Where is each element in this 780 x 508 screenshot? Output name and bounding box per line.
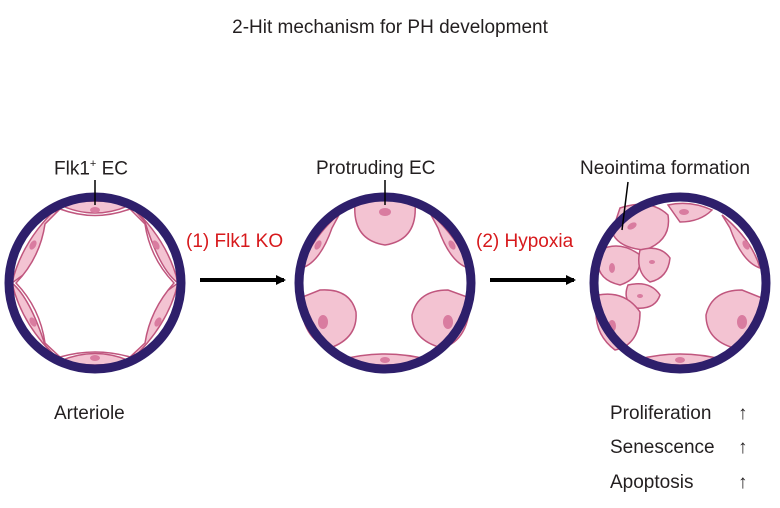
vessel-normal — [4, 192, 186, 374]
step1-label: (1) Flk1 KO — [186, 231, 284, 252]
vessel-protruding — [294, 192, 476, 374]
endothelial-layer — [595, 202, 763, 366]
neointima-pointer — [621, 181, 629, 231]
nuclei — [314, 208, 456, 363]
step2-label: (2) Hypoxia — [476, 231, 574, 252]
arteriole-label: Arteriole — [54, 403, 125, 424]
nuclei — [608, 209, 750, 363]
indicator-apoptosis: Apoptosis ↑ — [610, 472, 748, 493]
protruding-ec-label: Protruding EC — [316, 158, 436, 179]
up-arrow-icon: ↑ — [738, 437, 748, 458]
nuclei — [29, 207, 162, 361]
diagram-title: 2-Hit mechanism for PH development — [232, 17, 548, 38]
up-arrow-icon: ↑ — [738, 472, 748, 493]
indicator-senescence: Senescence ↑ — [610, 437, 748, 458]
up-arrow-icon: ↑ — [738, 403, 748, 424]
indicator-proliferation: Proliferation ↑ — [610, 403, 748, 424]
flk1-ec-label: Flk1+ EC — [54, 158, 129, 180]
vessel-neointima — [589, 192, 771, 374]
neointima-label: Neointima formation — [580, 158, 751, 179]
